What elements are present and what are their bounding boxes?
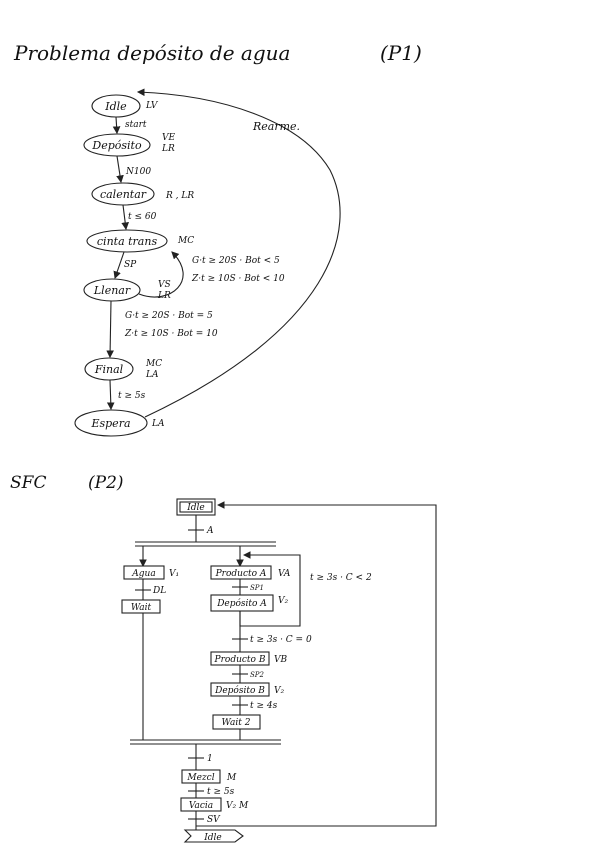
p1-arrow-final-espera <box>106 379 115 411</box>
p2-transition-dl: DL <box>152 586 166 596</box>
p1-transition-t60: t ≤ 60 <box>128 212 157 222</box>
p2-step-wait2 <box>212 714 261 730</box>
p2-transition-1: 1 <box>207 754 213 764</box>
p1-state-espera-action: LA <box>151 419 165 429</box>
p2-step-productoa-label: Producto A <box>215 569 267 579</box>
p2-step-vacia <box>180 797 222 812</box>
p1-rearm-label: Rearme. <box>252 120 300 133</box>
p1-exit-condition-1: G·t ≥ 20S · Bot = 5 <box>125 311 213 321</box>
p2-jump-idle <box>183 829 244 843</box>
p1-transition-t5s: t ≥ 5s <box>118 391 146 401</box>
p2-return-line <box>196 501 437 827</box>
p1-state-llenar-label: Llenar <box>93 284 131 297</box>
p2-step-agua-action: V₁ <box>169 569 179 579</box>
p1-arrow-llenar-cinta-loop <box>138 251 184 298</box>
p2-step-productob-action: VB <box>274 655 287 665</box>
p2-step-productoa-action: VA <box>278 569 291 579</box>
p2-step-mezcl-label: Mezcl <box>186 773 214 783</box>
p2-step-wait2-label: Wait 2 <box>222 718 251 728</box>
p2-step-idle-inner <box>179 501 213 513</box>
p1-transition-sp: SP <box>124 260 137 270</box>
p1-arrow-cinta-llenar <box>113 251 125 280</box>
p2-step-depositob-action: V₂ <box>274 686 284 696</box>
p1-section: Problema depósito de agua (P1) Idle LV D… <box>13 41 422 437</box>
p2-step-agua-label: Agua <box>131 569 155 579</box>
p1-state-final-label: Final <box>94 363 124 376</box>
p2-step-productoa <box>210 565 272 580</box>
p1-loop-condition-2: Z·t ≥ 10S · Bot < 10 <box>191 274 285 284</box>
p2-tag: (P2) <box>88 473 124 493</box>
p2-step-agua <box>123 565 165 580</box>
p1-state-cinta-action: MC <box>177 236 194 246</box>
p2-step-mezcl-action: M <box>226 773 237 783</box>
p2-transition-a: A <box>206 526 214 536</box>
p1-state-deposito-label: Depósito <box>91 139 142 152</box>
p1-state-llenar-action-1: VS <box>158 280 171 290</box>
p2-title: SFC <box>10 473 46 493</box>
p1-loop-condition-1: G·t ≥ 20S · Bot < 5 <box>192 256 280 266</box>
p1-arrow-llenar-final <box>106 300 114 359</box>
p1-arrow-calentar-cinta <box>121 204 130 231</box>
p2-section: SFC (P2) Idle A Agua V₁ DL Wait Producto… <box>10 473 437 843</box>
p2-step-productob-label: Producto B <box>214 655 266 665</box>
p2-transition-4s: t ≥ 4s <box>250 701 278 711</box>
p2-step-depositoa-label: Depósito A <box>216 598 267 609</box>
p1-state-cinta-label: cinta trans <box>97 235 158 248</box>
p2-step-depositoa-action: V₂ <box>278 596 288 606</box>
p1-state-deposito-action-2: LR <box>161 144 175 154</box>
p1-state-final-action-2: LA <box>145 370 159 380</box>
p2-transition-c0: t ≥ 3s · C = 0 <box>250 635 312 645</box>
p2-step-mezcl <box>181 769 221 784</box>
p1-state-llenar <box>83 278 141 302</box>
p2-step-idle-label: Idle <box>186 503 205 513</box>
p2-transition-sp1: SP1 <box>250 584 264 592</box>
p2-step-wait-label: Wait <box>131 603 152 613</box>
p1-exit-condition-2: Z·t ≥ 10S · Bot = 10 <box>124 329 218 339</box>
p2-transition-sp2: SP2 <box>250 671 265 679</box>
p1-state-calentar-label: calentar <box>100 188 147 201</box>
p1-arrow-idle-deposito <box>112 116 121 135</box>
p1-state-idle-label: Idle <box>104 100 127 113</box>
p1-arrow-deposito-calentar <box>116 155 124 184</box>
p1-state-final-action-1: MC <box>145 359 162 369</box>
p2-step-vacia-action: V₂ M <box>226 801 249 811</box>
p1-state-idle-action: LV <box>145 101 159 111</box>
p1-state-deposito-action-1: VE <box>162 133 175 143</box>
p2-step-vacia-label: Vacia <box>189 801 213 811</box>
p1-tag: (P1) <box>380 41 422 65</box>
p1-state-calentar-action: R , LR <box>165 191 194 201</box>
p1-title: Problema depósito de agua <box>13 41 290 65</box>
p2-step-wait <box>121 599 161 614</box>
p2-step-depositoa <box>210 594 274 612</box>
p1-transition-start: start <box>125 120 147 130</box>
p2-step-depositob-label: Depósito B <box>214 685 265 696</box>
p1-state-espera-label: Espera <box>90 417 130 430</box>
p1-transition-n100: N100 <box>125 167 151 177</box>
p2-jump-idle-label: Idle <box>203 833 222 843</box>
p2-transition-5s: t ≥ 5s <box>207 787 235 797</box>
p1-arrow-rearme <box>136 88 341 418</box>
p2-transition-loop: t ≥ 3s · C < 2 <box>310 573 372 583</box>
p2-transition-sv: SV <box>207 815 221 825</box>
